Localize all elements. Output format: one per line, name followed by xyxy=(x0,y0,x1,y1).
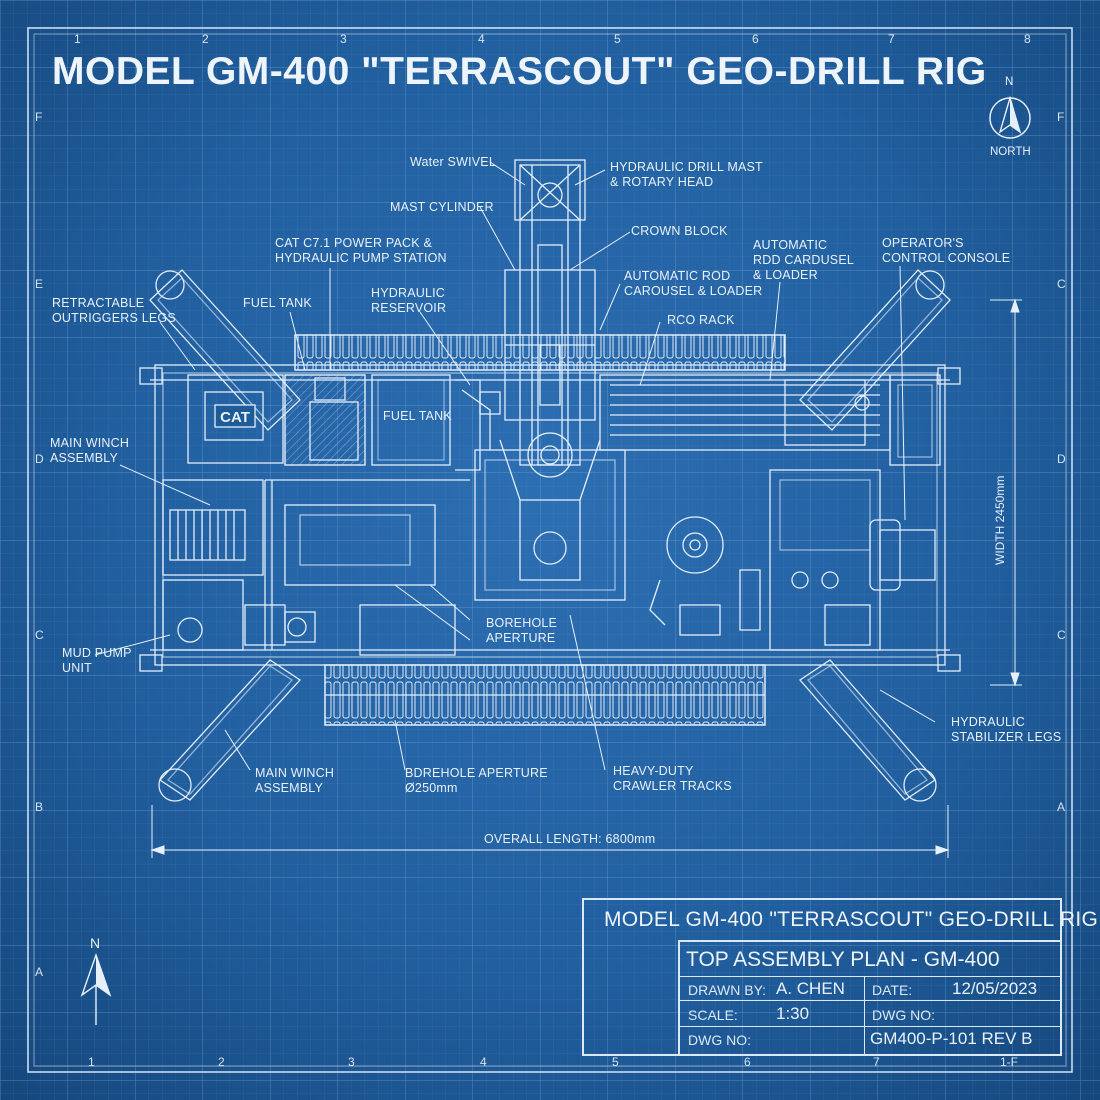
sheet-border xyxy=(27,27,1073,1073)
grid-ref-top-6: 6 xyxy=(752,32,759,46)
mud-pump xyxy=(162,579,316,651)
cat-logo: CAT xyxy=(220,409,250,426)
grid-ref-bottom-1: 1 xyxy=(88,1055,95,1069)
grid-ref-left-a: A xyxy=(35,965,44,979)
north-letter-arrow: N xyxy=(90,935,101,951)
grid-ref-right-2: C xyxy=(1057,277,1066,291)
north-letter-compass: N xyxy=(1005,76,1014,88)
grid-ref-top-7: 7 xyxy=(888,32,895,46)
grid-ref-top-2: 2 xyxy=(202,32,209,46)
grid-ref-right-1: F xyxy=(1057,110,1065,124)
grid-ref-top-3: 3 xyxy=(340,32,347,46)
dimension-overall-length: OVERALL LENGTH: 6800mm xyxy=(484,832,656,846)
grid-ref-top-5: 5 xyxy=(614,32,621,46)
grid-ref-left-b: B xyxy=(35,800,44,814)
callout-crown-block: CROWN BLOCK xyxy=(631,224,728,238)
callout-crawler-tracks: HEAVY-DUTY CRAWLER TRACKS xyxy=(613,764,732,793)
callout-main-winch-bottom: MAIN WINCH ASSEMBLY xyxy=(255,766,335,795)
callout-outriggers: RETRACTABLE OUTRIGGERS LEGS xyxy=(52,296,176,325)
outrigger-leg-top-right xyxy=(799,269,951,431)
grid-ref-top-8: 8 xyxy=(1024,32,1031,46)
grid-ref-bottom-4: 4 xyxy=(480,1055,487,1069)
grid-ref-bottom-8: 1-F xyxy=(1000,1055,1018,1069)
outrigger-leg-bottom-right xyxy=(799,659,937,802)
dimension-lines xyxy=(150,298,1022,858)
hydraulic-motor xyxy=(666,516,724,574)
scale-value: 1:30 xyxy=(776,1004,810,1023)
callout-auto-rod-carousel-center: AUTOMATIC ROD CAROUSEL & LOADER xyxy=(624,269,763,298)
callout-borehole-diameter: BDREHOLE APERTURE Ø250mm xyxy=(405,766,548,795)
leader-lines xyxy=(94,161,936,771)
engine-compartment xyxy=(187,374,284,464)
title-block: MODEL GM-400 "TERRASCOUT" GEO-DRILL RIG … xyxy=(582,898,1098,1056)
rotary-head xyxy=(527,432,573,478)
grid-ref-top-4: 4 xyxy=(478,32,485,46)
callout-water-swivel: Water SWIVEL xyxy=(410,155,496,169)
date-label: DATE: xyxy=(872,982,913,998)
engine-block xyxy=(284,504,436,586)
grid-ref-right-4: C xyxy=(1057,628,1066,642)
fuel-tank xyxy=(371,374,451,466)
drawn-by-label: DRAWN BY: xyxy=(688,982,767,998)
grid-ref-left-f: F xyxy=(35,110,43,124)
callout-hydraulic-reservoir: HYDRAULIC RESERVOIR xyxy=(371,286,447,315)
north-label: NORTH xyxy=(990,146,1031,158)
rod-rack xyxy=(599,374,891,451)
grid-ref-top-1: 1 xyxy=(74,32,81,46)
date-value: 12/05/2023 xyxy=(952,979,1038,998)
north-arrow-small xyxy=(80,952,112,1025)
grid-ref-right-5: A xyxy=(1057,800,1066,814)
callout-operator-console: OPERATOR'S CONTROL CONSOLE xyxy=(882,236,1011,265)
borehole-frame xyxy=(474,449,626,601)
rig-drawing xyxy=(139,159,961,802)
dwg-no-label-top: DWG NO: xyxy=(872,1007,935,1023)
callout-auto-rod-carousel-right: AUTOMATIC RDD CARDUSEL & LOADER xyxy=(753,238,855,282)
dwg-no-label: DWG NO: xyxy=(688,1032,751,1048)
callout-mast-cylinder: MAST CYLINDER xyxy=(390,200,494,214)
callout-main-winch-top: MAIN WINCH ASSEMBLY xyxy=(50,436,130,465)
callout-power-pack: CAT C7.1 POWER PACK & HYDRAULIC PUMP STA… xyxy=(275,236,447,265)
grid-ref-right-3: D xyxy=(1057,452,1066,466)
grid-ref-bottom-7: 7 xyxy=(873,1055,880,1069)
main-winch xyxy=(162,479,264,576)
grid-ref-bottom-6: 6 xyxy=(744,1055,751,1069)
callout-mud-pump: MUD PUMP UNIT xyxy=(62,646,132,675)
grid-ref-bottom-2: 2 xyxy=(218,1055,225,1069)
borehole-aperture xyxy=(533,531,567,565)
outrigger-leg-bottom-left xyxy=(158,659,301,802)
drill-mast xyxy=(499,159,601,501)
callout-borehole-aperture: BOREHOLE APERTURE xyxy=(486,616,558,645)
callout-rod-rack: RCO RACK xyxy=(667,313,735,327)
label-fuel-tank-inner: FUEL TANK xyxy=(383,409,452,423)
title-block-plan: TOP ASSEMBLY PLAN - GM-400 xyxy=(686,948,1000,971)
callout-hydraulic-mast: HYDRAULIC DRILL MAST & ROTARY HEAD xyxy=(610,160,763,189)
grid-ref-left-c: C xyxy=(35,628,44,642)
operator-seat xyxy=(879,529,936,581)
grid-ref-left-d: D xyxy=(35,452,44,466)
dwg-no-value: GM400-P-101 REV B xyxy=(870,1029,1033,1048)
drawn-by-value: A. CHEN xyxy=(776,979,845,998)
grid-ref-bottom-5: 5 xyxy=(612,1055,619,1069)
dimension-width: WIDTH 2450mm xyxy=(993,475,1007,565)
north-compass xyxy=(989,95,1031,139)
grid-ref-left-e: E xyxy=(35,277,44,291)
callout-fuel-tank: FUEL TANK xyxy=(243,296,312,310)
page-title: MODEL GM-400 "TERRASCOUT" GEO-DRILL RIG xyxy=(52,50,987,93)
scale-label: SCALE: xyxy=(688,1007,738,1023)
title-block-model: MODEL GM-400 "TERRASCOUT" GEO-DRILL RIG xyxy=(604,908,1099,931)
callout-stabilizer-legs: HYDRAULIC STABILIZER LEGS xyxy=(951,715,1062,744)
grid-ref-bottom-3: 3 xyxy=(348,1055,355,1069)
